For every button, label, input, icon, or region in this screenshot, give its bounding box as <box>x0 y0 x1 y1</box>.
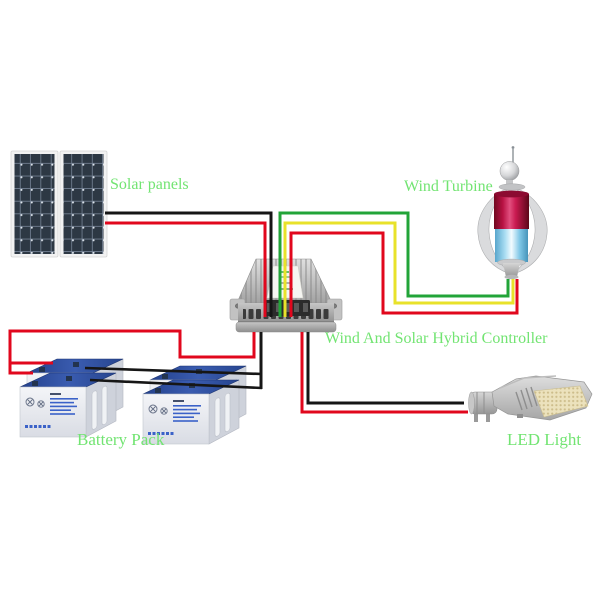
wire-battery-black-link1 <box>84 366 263 376</box>
solar-panel-cells <box>63 154 104 254</box>
label-controller: Wind And Solar Hybrid Controller <box>325 330 548 347</box>
solar-panel-array <box>10 150 108 258</box>
battery-front-left <box>19 372 117 438</box>
wire-turbine-green <box>278 211 510 317</box>
wire-solar-red <box>105 221 267 317</box>
wire-led-black <box>306 332 464 405</box>
turbine-rotor-red <box>494 194 529 229</box>
wire-battery-black-link2 <box>89 378 263 390</box>
wire-led-red <box>300 332 468 414</box>
turbine-body-blue <box>495 229 528 262</box>
wire-solar-black <box>105 211 273 317</box>
label-solar-panels: Solar panels <box>110 176 189 193</box>
solar-panel-cells <box>14 154 55 254</box>
label-wind-turbine: Wind Turbine <box>404 178 493 195</box>
turbine-top-sphere <box>499 161 520 181</box>
label-battery-pack: Battery Pack <box>77 430 165 449</box>
led-vents <box>515 386 538 411</box>
hybrid-controller <box>229 258 343 333</box>
wind-turbine <box>477 146 548 280</box>
wire-turbine-red <box>289 231 519 317</box>
turbine-base <box>503 263 520 277</box>
led-street-light <box>468 375 593 422</box>
controller-base <box>235 321 337 333</box>
wires-layer <box>8 211 519 414</box>
label-led-light: LED Light <box>507 430 582 449</box>
wire-battery-red-main <box>8 329 256 375</box>
wire-turbine-yellow <box>283 221 515 317</box>
